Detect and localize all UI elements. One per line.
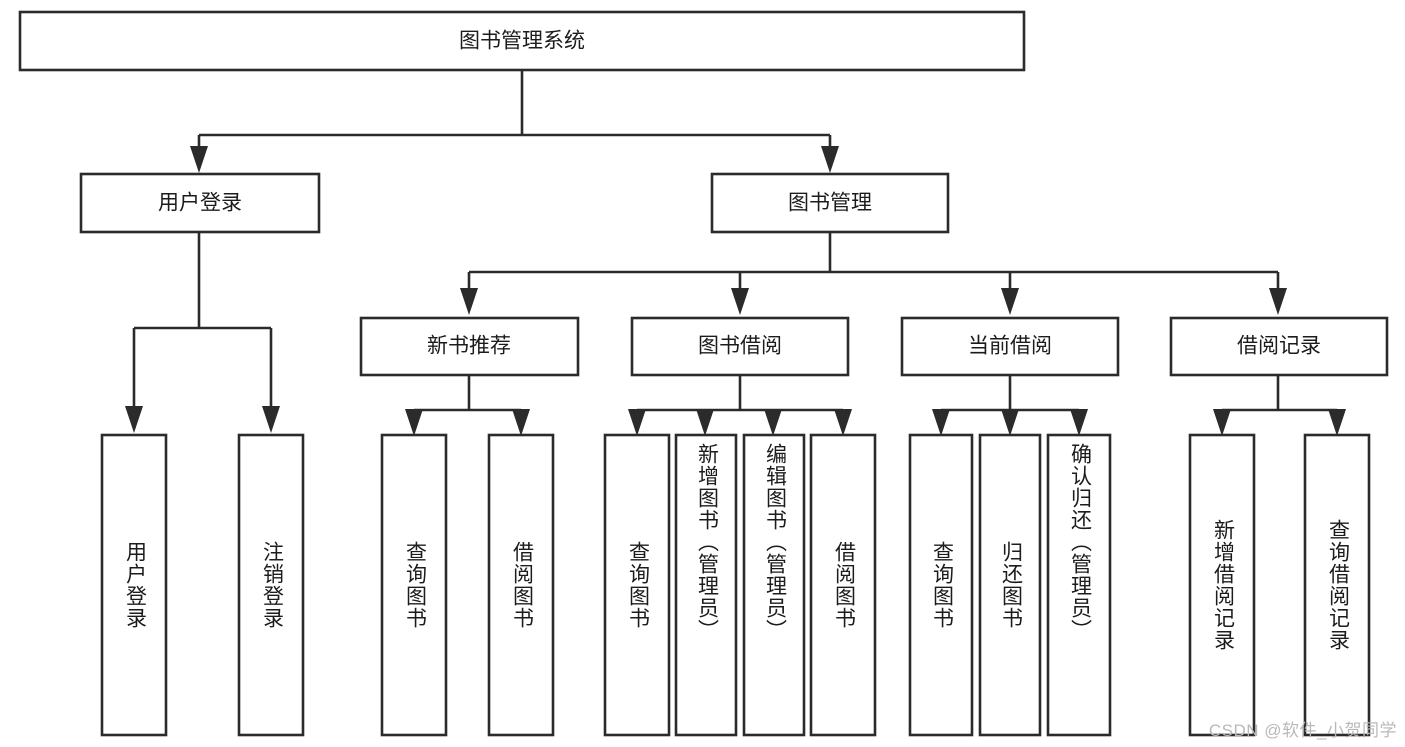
arrow-icon xyxy=(1213,409,1231,436)
node-leaf-query-book-2-box[interactable] xyxy=(603,433,671,737)
arrow-icon xyxy=(1001,409,1019,436)
arrow-icon xyxy=(1328,409,1346,436)
arrow-icon xyxy=(764,409,782,436)
arrow-icon xyxy=(512,409,530,436)
node-user-login-label: 用户登录 xyxy=(158,192,242,215)
node-root-label: 图书管理系统 xyxy=(459,30,585,53)
node-new-book-recommend-label: 新书推荐 xyxy=(427,335,511,358)
node-leaf-add-record-box[interactable] xyxy=(1188,433,1256,737)
node-leaf-query-record-box[interactable] xyxy=(1303,433,1371,737)
node-book-manage-label: 图书管理 xyxy=(788,192,872,215)
node-book-borrow-box[interactable] xyxy=(630,316,850,377)
arrow-icon xyxy=(932,409,950,436)
arrow-icon xyxy=(821,146,839,173)
arrow-icon xyxy=(731,288,749,315)
node-leaf-borrow-book-1-box[interactable] xyxy=(487,433,555,737)
node-book-manage-box[interactable] xyxy=(710,172,950,234)
node-new-book-recommend-box[interactable] xyxy=(359,316,580,377)
arrow-icon xyxy=(460,288,478,315)
node-layer: 图书管理系统 用户登录 图书管理 新书推荐 图书借阅 当前借阅 借阅记录 xyxy=(18,10,1389,737)
node-leaf-borrow-book-2-box[interactable] xyxy=(809,433,877,737)
arrow-icon xyxy=(1070,409,1088,436)
node-leaf-query-book-1-box[interactable] xyxy=(380,433,448,737)
arrow-icon xyxy=(405,409,423,436)
node-leaf-return-book-box[interactable] xyxy=(978,433,1042,737)
arrow-icon xyxy=(190,146,208,173)
node-root-box[interactable] xyxy=(18,10,1026,72)
node-borrow-record-box[interactable] xyxy=(1169,316,1389,377)
arrow-icon xyxy=(125,406,143,433)
node-current-borrow-label: 当前借阅 xyxy=(968,335,1052,358)
node-leaf-add-book-box[interactable] xyxy=(674,433,738,737)
arrow-icon xyxy=(696,409,714,436)
node-borrow-record-label: 借阅记录 xyxy=(1237,335,1321,358)
node-book-borrow-label: 图书借阅 xyxy=(698,335,782,358)
node-leaf-user-login-box[interactable] xyxy=(100,433,168,737)
node-leaf-edit-book-box[interactable] xyxy=(742,433,806,737)
arrow-icon xyxy=(1269,288,1287,315)
node-leaf-user-logout-box[interactable] xyxy=(237,433,305,737)
node-user-login-box[interactable] xyxy=(79,172,321,234)
arrow-icon xyxy=(262,406,280,433)
arrow-icon xyxy=(834,409,852,436)
watermark-text: CSDN @软件_小贺同学 xyxy=(1208,721,1397,740)
connector-layer xyxy=(125,70,1346,436)
arrow-icon xyxy=(1001,288,1019,315)
node-leaf-confirm-return-box[interactable] xyxy=(1046,433,1112,737)
node-current-borrow-box[interactable] xyxy=(900,316,1120,377)
node-leaf-query-book-3-box[interactable] xyxy=(908,433,974,737)
arrow-icon xyxy=(628,409,646,436)
